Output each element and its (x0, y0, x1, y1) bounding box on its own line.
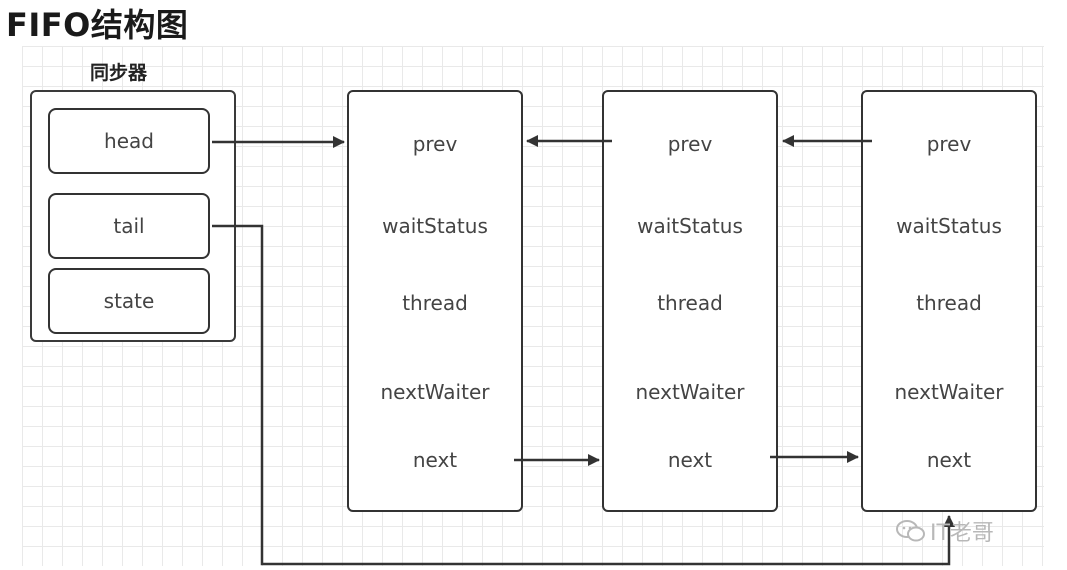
watermark-text: IT老哥 (930, 521, 994, 546)
node-field-prev: prev (926, 132, 972, 156)
sync-field-head: head (48, 108, 210, 174)
node-field-next: next (926, 448, 972, 472)
node-field-nextwaiter: nextWaiter (894, 380, 1004, 404)
node-field-waitstatus: waitStatus (382, 214, 488, 238)
node-field-nextwaiter: nextWaiter (380, 380, 490, 404)
synchronizer-label: 同步器 (90, 62, 148, 84)
node-field-prev: prev (667, 132, 713, 156)
sync-field-tail: tail (48, 193, 210, 259)
wechat-icon (896, 519, 926, 543)
node-field-nextwaiter: nextWaiter (635, 380, 745, 404)
node-field-next: next (667, 448, 713, 472)
queue-node-1: prev waitStatus thread nextWaiter next (347, 90, 523, 512)
node-field-thread: thread (402, 291, 468, 315)
node-field-waitstatus: waitStatus (896, 214, 1002, 238)
node-field-thread: thread (916, 291, 982, 315)
node-field-prev: prev (412, 132, 458, 156)
diagram-title: FIFO结构图 (6, 6, 189, 44)
node-field-waitstatus: waitStatus (637, 214, 743, 238)
sync-field-state: state (48, 268, 210, 334)
queue-node-2: prev waitStatus thread nextWaiter next (602, 90, 778, 512)
node-field-next: next (412, 448, 458, 472)
queue-node-3: prev waitStatus thread nextWaiter next (861, 90, 1037, 512)
node-field-thread: thread (657, 291, 723, 315)
watermark: IT老哥 (896, 515, 994, 547)
